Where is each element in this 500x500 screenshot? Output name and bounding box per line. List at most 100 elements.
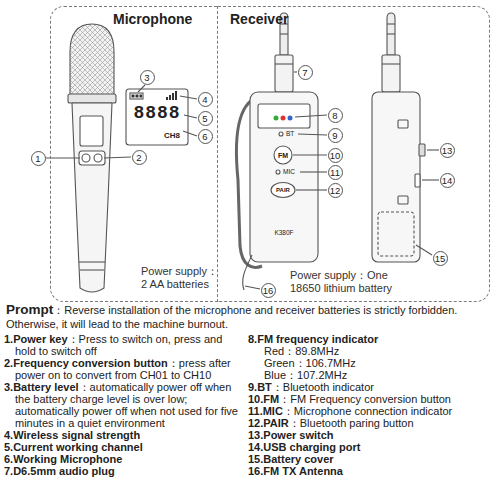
list-item: Red：89.8MHz — [248, 345, 496, 357]
leader-line — [427, 149, 439, 150]
item-term: 4.Wireless signal strength — [4, 429, 140, 441]
indicator-label: MIC — [283, 168, 295, 175]
item-term: 12.PAIR — [248, 417, 289, 429]
list-item: 3.Battery level：automatically power off … — [4, 381, 242, 429]
item-term: 5.Current working channel — [4, 441, 143, 453]
mic-ring-line — [79, 261, 105, 262]
button-label: PAIR — [276, 187, 290, 193]
item-description: ：Microphone connection indicator — [283, 405, 452, 417]
callout-number: 3 — [140, 70, 155, 85]
leader-line — [138, 85, 145, 92]
panel-heading: Receiver — [230, 11, 288, 27]
item-term: 14.USB charging port — [248, 441, 360, 453]
item-term: 16.FM TX Antenna — [248, 465, 343, 477]
antenna-wire — [243, 255, 252, 290]
list-item: Blue：107.2MHz — [248, 369, 496, 381]
receiver-body — [250, 92, 318, 262]
leader-line — [294, 71, 297, 72]
mic-buttons — [79, 151, 105, 165]
plug-collar — [275, 55, 293, 92]
leader-line — [184, 115, 197, 118]
leader-line — [416, 245, 432, 255]
list-item: 10.FM：FM Frequency conversion button — [248, 393, 496, 405]
callout-number: 12 — [328, 183, 343, 198]
callout-number: 5 — [198, 111, 213, 126]
model-number: K380F — [274, 229, 293, 236]
usb-port — [415, 174, 420, 187]
lcd-display — [126, 89, 188, 145]
list-item: 12.PAIR：Bluetooth paring button — [248, 417, 496, 429]
power-key — [82, 154, 90, 162]
legend-list: 8.FM frequency indicatorRed：89.8MHzGreen… — [248, 333, 496, 477]
callout-number: 1 — [31, 151, 46, 166]
power-supply-note: Power supply：2 AA batteries — [141, 265, 221, 291]
callout-number: 15 — [433, 251, 448, 266]
leader-line — [300, 171, 327, 172]
warning-note: Prompt：Reverse installation of the micro… — [6, 303, 494, 331]
panel-heading: Microphone — [113, 11, 192, 27]
pair-button — [271, 183, 295, 198]
warning-heading: Prompt — [6, 302, 53, 317]
item-term: 15.Battery cover — [248, 453, 334, 465]
legend-list: 1.Power key：Press to switch on, press an… — [4, 333, 242, 477]
leader-line — [104, 157, 131, 158]
item-term: 8.FM frequency indicator — [248, 333, 378, 345]
mic-led — [276, 170, 280, 174]
list-item: 14.USB charging port — [248, 441, 496, 453]
callout-number: 10 — [328, 148, 343, 163]
list-item: 9.BT：Bluetooth indicator — [248, 381, 496, 393]
callout-number: 11 — [328, 165, 343, 180]
leader-line — [296, 189, 327, 190]
item-term: 13.Power switch — [248, 429, 334, 441]
item-term: 6.Working Microphone — [4, 453, 122, 465]
receiver-side — [372, 92, 420, 262]
mic-body — [72, 103, 112, 292]
callout-number: 14 — [440, 173, 455, 188]
leader-line — [46, 157, 80, 158]
callout-number: 13 — [440, 143, 455, 158]
list-item: 8.FM frequency indicator — [248, 333, 496, 345]
mic-ring-line — [80, 269, 104, 270]
leader-line — [245, 286, 260, 289]
battery-icon — [130, 93, 143, 99]
button-label: FM — [278, 152, 288, 159]
item-term: Blue：107.2MHz — [264, 369, 347, 381]
item-description: ：FM Frequency conversion button — [279, 393, 451, 405]
leader-line — [293, 154, 327, 155]
lcd-channel: CH8 — [164, 131, 180, 140]
callout-number: 9 — [328, 128, 343, 143]
leader-line — [183, 131, 197, 136]
lcd-digits: 8888 — [133, 103, 180, 123]
list-item: 13.Power switch — [248, 429, 496, 441]
list-item: 6.Working Microphone — [4, 453, 242, 465]
item-description: ：Bluetooth paring button — [289, 417, 414, 429]
callout-number: 6 — [198, 129, 213, 144]
mic-screen — [80, 116, 103, 146]
battery-cover — [378, 212, 414, 256]
list-item: 4.Wireless signal strength — [4, 429, 242, 441]
callout-number: 7 — [298, 65, 313, 80]
list-item: 5.Current working channel — [4, 441, 242, 453]
cert-mark — [398, 196, 408, 204]
callout-number: 4 — [198, 92, 213, 107]
item-term: 10.FM — [248, 393, 279, 405]
mic-grille — [70, 24, 114, 95]
signal-bars — [166, 91, 177, 100]
audio-plug — [387, 13, 395, 55]
bt-led — [279, 132, 283, 136]
list-item: 16.FM TX Antenna — [248, 465, 496, 477]
power-supply-note: Power supply：One 18650 lithium battery — [290, 269, 415, 295]
item-term: Green：106.7MHz — [264, 357, 356, 369]
leader-line — [422, 179, 439, 180]
item-description: ：Bluetooth indicator — [272, 381, 374, 393]
cert-mark — [398, 120, 408, 128]
leader-line — [298, 134, 327, 135]
frequency-button — [94, 154, 102, 162]
fm-button — [274, 146, 292, 164]
item-term: 3.Battery level — [4, 381, 79, 393]
callout-number: 2 — [132, 150, 147, 165]
warning-text: ：Reverse installation of the microphone … — [6, 304, 457, 330]
power-switch — [419, 144, 425, 156]
callout-number: 16 — [261, 283, 276, 298]
item-term: 9.BT — [248, 381, 272, 393]
